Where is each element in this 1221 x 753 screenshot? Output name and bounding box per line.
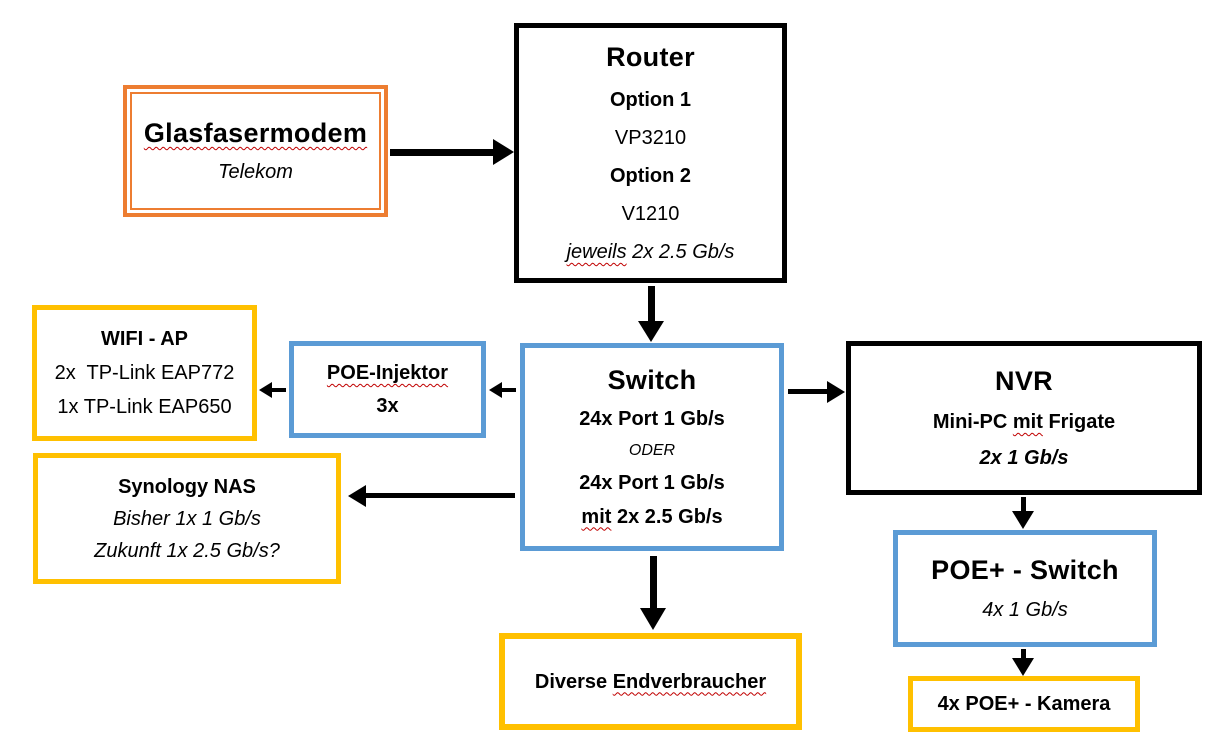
- arrow-switch-to-poe-injektor: [489, 382, 516, 398]
- nvr-node: NVR Mini-PC mit Frigate 2x 1 Gb/s: [846, 341, 1202, 495]
- endverbraucher-node: Diverse Endverbraucher: [499, 633, 802, 730]
- wifi-ap-title: WIFI - AP: [100, 328, 189, 350]
- router-option1-label: Option 1: [609, 88, 692, 111]
- arrowhead-down-icon: [1012, 658, 1034, 676]
- router-option2-label: Option 2: [609, 164, 692, 187]
- endverbraucher-title-pre: Diverse: [534, 670, 608, 693]
- router-option2-model: V1210: [621, 202, 680, 225]
- nvr-speed: 2x 1 Gb/s: [979, 446, 1069, 469]
- wifi-ap-node: WIFI - AP 2x TP-Link EAP772 1x TP-Link E…: [32, 305, 257, 441]
- endverbraucher-title: Diverse Endverbraucher: [535, 671, 766, 693]
- arrow-modem-to-router: [390, 139, 514, 165]
- glasfasermodem-subtitle: Telekom: [218, 160, 293, 183]
- router-note-word: jeweils: [566, 240, 627, 263]
- arrow-shaft: [1021, 497, 1026, 512]
- arrow-shaft: [650, 556, 657, 609]
- switch-variant2-line2: mit 2x 2.5 Gb/s: [581, 506, 722, 528]
- glasfasermodem-node: Glasfasermodem Telekom: [123, 85, 388, 217]
- arrowhead-down-icon: [1012, 511, 1034, 529]
- poe-plus-switch-title: POE+ - Switch: [931, 554, 1119, 585]
- synology-nas-node: Synology NAS Bisher 1x 1 Gb/s Zukunft 1x…: [33, 453, 341, 584]
- router-node: Router Option 1 VP3210 Option 2 V1210 je…: [514, 23, 787, 283]
- nvr-subtitle: Mini-PC mit Frigate: [933, 411, 1115, 433]
- router-note: jeweils 2x 2.5 Gb/s: [567, 241, 735, 263]
- switch-variant2-word: mit: [581, 505, 612, 528]
- endverbraucher-title-word: Endverbraucher: [612, 670, 767, 693]
- arrowhead-left-icon: [259, 382, 272, 398]
- switch-or-label: ODER: [628, 442, 676, 460]
- arrow-switch-to-endverbraucher: [640, 556, 666, 630]
- nvr-title: NVR: [995, 366, 1053, 397]
- switch-node: Switch 24x Port 1 Gb/s ODER 24x Port 1 G…: [520, 343, 784, 551]
- poe-kamera-node: 4x POE+ - Kamera: [908, 676, 1140, 732]
- nvr-subtitle-word: mit: [1012, 410, 1043, 433]
- arrow-shaft: [788, 389, 828, 394]
- router-title: Router: [606, 42, 695, 73]
- poe-plus-switch-speed: 4x 1 Gb/s: [982, 599, 1068, 622]
- arrowhead-right-icon: [493, 139, 514, 165]
- arrowhead-left-icon: [348, 485, 366, 507]
- arrowhead-down-icon: [638, 321, 664, 342]
- synology-nas-title: Synology NAS: [118, 475, 256, 498]
- arrow-router-to-switch: [638, 286, 664, 342]
- arrowhead-down-icon: [640, 608, 666, 630]
- arrowhead-right-icon: [827, 381, 845, 403]
- poe-injektor-title: POE-Injektor: [326, 362, 449, 384]
- synology-nas-future: Zukunft 1x 2.5 Gb/s?: [94, 539, 280, 562]
- poe-kamera-title: 4x POE+ - Kamera: [937, 693, 1111, 715]
- arrow-shaft: [1021, 649, 1026, 659]
- arrow-nvr-to-poe-switch: [1012, 497, 1034, 529]
- wifi-ap-device2: 1x TP-Link EAP650: [57, 396, 232, 418]
- glasfasermodem-inner-frame: Glasfasermodem Telekom: [130, 92, 381, 210]
- synology-nas-current: Bisher 1x 1 Gb/s: [113, 507, 261, 530]
- arrow-shaft: [390, 149, 494, 156]
- arrow-poe-switch-to-kamera: [1012, 649, 1034, 676]
- nvr-subtitle-pre: Mini-PC: [932, 410, 1008, 433]
- arrow-switch-to-synology-nas: [348, 485, 515, 507]
- wifi-ap-device1: 2x TP-Link EAP772: [54, 362, 235, 384]
- poe-plus-switch-node: POE+ - Switch 4x 1 Gb/s: [893, 530, 1157, 647]
- arrow-shaft: [271, 388, 286, 392]
- arrow-shaft: [365, 493, 515, 498]
- poe-injektor-quantity: 3x: [376, 395, 399, 417]
- glasfasermodem-title: Glasfasermodem: [143, 118, 368, 149]
- nvr-subtitle-post: Frigate: [1048, 410, 1116, 433]
- switch-title: Switch: [607, 365, 697, 396]
- router-option1-model: VP3210: [614, 126, 687, 149]
- router-note-rest: 2x 2.5 Gb/s: [632, 240, 735, 263]
- arrow-shaft: [501, 388, 516, 392]
- switch-variant2-rest: 2x 2.5 Gb/s: [616, 505, 723, 528]
- switch-variant1: 24x Port 1 Gb/s: [579, 408, 725, 431]
- arrowhead-left-icon: [489, 382, 502, 398]
- arrow-switch-to-nvr: [788, 381, 845, 403]
- poe-injektor-node: POE-Injektor 3x: [289, 341, 486, 438]
- switch-variant2-line1: 24x Port 1 Gb/s: [579, 471, 725, 494]
- arrow-poe-injektor-to-wifi-ap: [259, 382, 286, 398]
- arrow-shaft: [648, 286, 655, 322]
